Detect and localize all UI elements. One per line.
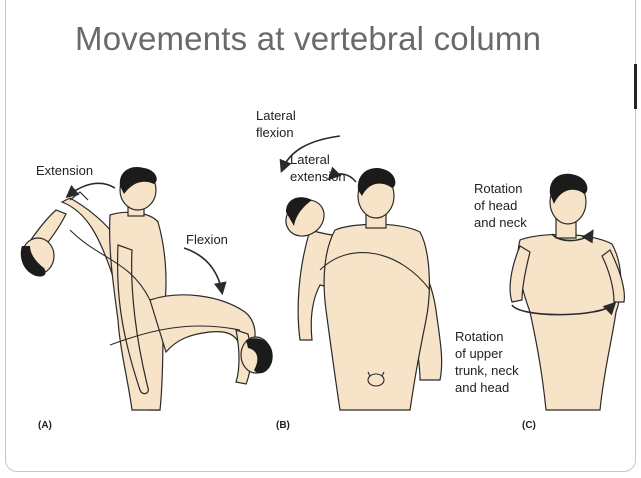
extension-arrow (65, 182, 116, 199)
panel-c: Rotation of head and neck Rotation of up… (455, 173, 625, 431)
figure-upright (109, 166, 167, 411)
trunk-rotation-arrow (511, 301, 617, 316)
head-rotation-arrow (551, 229, 594, 244)
label-rotation-trunk-line2: of upper (455, 346, 503, 361)
lateral-flexion-arrow (279, 135, 341, 173)
label-rotation-head-line3: and neck (474, 215, 527, 230)
caption-c: (C) (522, 420, 536, 431)
label-lateral-flexion-line2: flexion (256, 125, 294, 140)
label-lateral-extension-line1: Lateral (290, 152, 330, 167)
label-rotation-trunk-line1: Rotation (455, 329, 503, 344)
lateral-extension-arrow (327, 166, 357, 183)
panel-b: Lateral flexion Lateral extension (B) (256, 108, 443, 431)
label-lateral-flexion-line1: Lateral (256, 108, 296, 123)
figure-upright-front (323, 168, 430, 411)
panel-a: Extension Flexion (A) (20, 163, 273, 431)
figure-rotation (509, 173, 625, 411)
flexion-arrow (183, 247, 227, 296)
label-flexion: Flexion (186, 232, 228, 247)
label-rotation-trunk-line3: trunk, neck (455, 363, 519, 378)
label-extension: Extension (36, 163, 93, 178)
slide-title: Movements at vertebral column (75, 20, 542, 57)
figure-flexion (149, 294, 273, 385)
caption-b: (B) (276, 420, 290, 431)
caption-a: (A) (38, 420, 52, 431)
label-rotation-head-line1: Rotation (474, 181, 522, 196)
slide-frame (5, 0, 636, 472)
label-lateral-extension-line2: extension (290, 169, 346, 184)
slide-frame-accent (634, 64, 637, 109)
label-rotation-head-line2: of head (474, 198, 517, 213)
label-rotation-trunk-line4: and head (455, 380, 509, 395)
